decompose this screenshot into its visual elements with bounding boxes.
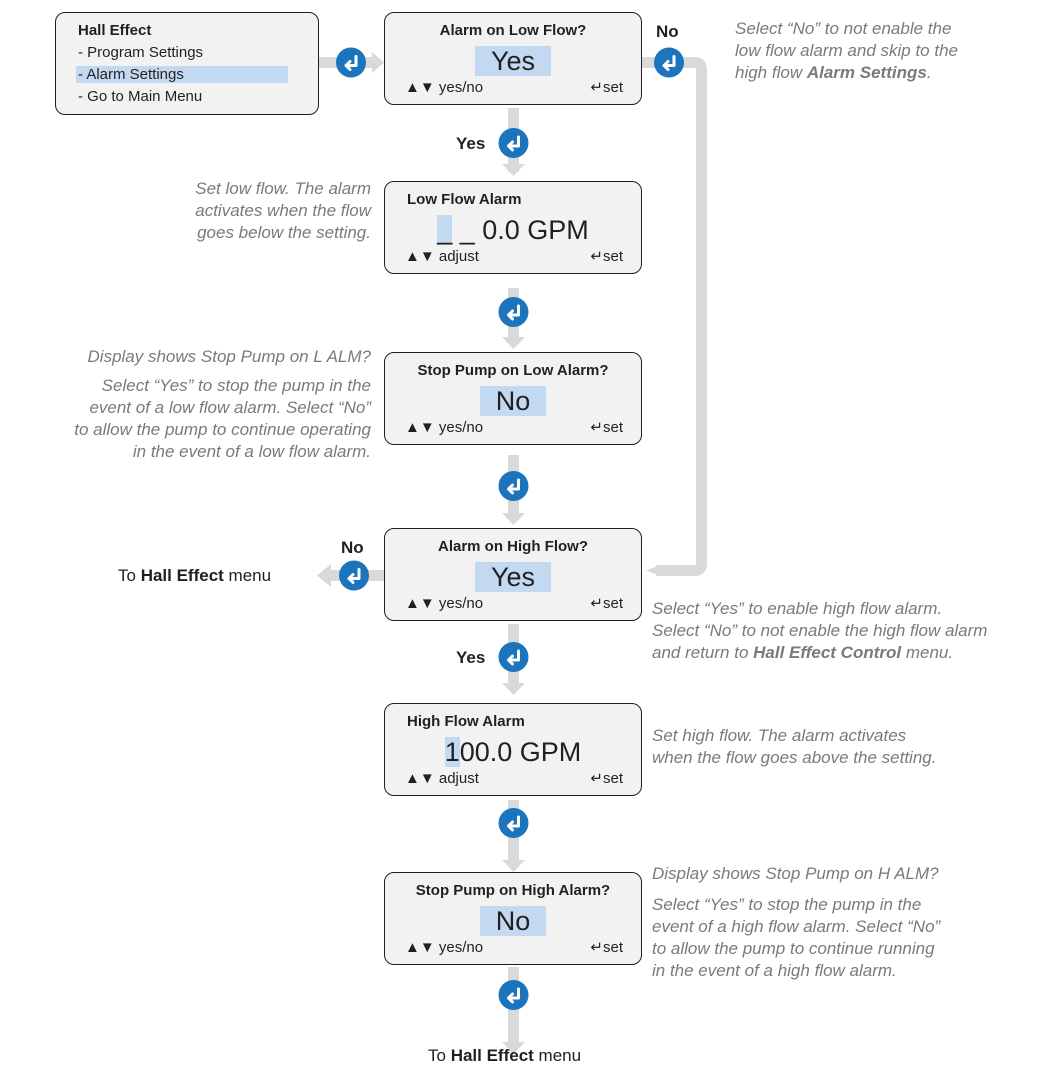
arrowhead-menu-to-alarm-low [372, 52, 384, 73]
screen-value: No [479, 386, 547, 416]
stop-pump-high-alarm-screen: Stop Pump on High Alarm? No ▲▼ yes/no ↵s… [384, 872, 642, 965]
enter-button-7 [498, 642, 529, 672]
right-hint: set [602, 248, 623, 265]
enter-icon: ↵ [590, 939, 603, 956]
screen-title: Low Flow Alarm [407, 191, 522, 208]
enter-icon: ↵ [590, 770, 603, 787]
note-set-high-flow: Set high flow. The alarm activates when … [652, 726, 937, 767]
screen-title: Alarm on Low Flow? [439, 22, 587, 39]
up-down-icon: ▲▼ [405, 248, 435, 265]
menu-item-go-to-main-menu: - Go to Main Menu [78, 88, 203, 105]
stop-pump-low-alarm-screen: Stop Pump on Low Alarm? No ▲▼ yes/no ↵se… [384, 352, 642, 445]
destination-hall-effect-menu-left: To Hall Effect menu [118, 566, 272, 585]
value-cursor: _ [437, 215, 453, 245]
arrowhead-v5 [502, 860, 525, 872]
screen-title: High Flow Alarm [407, 713, 525, 730]
up-down-icon: ▲▼ [405, 419, 435, 436]
left-hint: yes/no [438, 419, 484, 436]
note-stop-low-description: Select “Yes” to stop the pump in the eve… [74, 376, 371, 461]
left-hint: yes/no [438, 939, 484, 956]
screen-title: Stop Pump on Low Alarm? [417, 362, 609, 379]
screen-value: No [479, 906, 547, 936]
enter-button-2 [654, 47, 684, 78]
alarm-on-low-flow-screen: Alarm on Low Flow? Yes ▲▼ yes/no ↵set [384, 12, 642, 105]
note-stop-low-display: Display shows Stop Pump on L ALM? [87, 347, 371, 366]
arrowhead-v6 [502, 1042, 525, 1054]
arrowhead-v4 [502, 683, 525, 695]
enter-button-6 [339, 560, 369, 591]
right-hint: set [602, 770, 623, 787]
up-down-icon: ▲▼ [405, 770, 435, 787]
right-hint: set [602, 595, 623, 612]
branch-label-no: No [341, 538, 364, 557]
enter-icon: ↵ [590, 595, 603, 612]
alarm-on-high-flow-screen: Alarm on High Flow? Yes ▲▼ yes/no ↵set [384, 528, 642, 621]
arrowhead-v1 [502, 164, 525, 176]
branch-label-no: No [656, 22, 679, 41]
enter-button-8 [498, 808, 529, 838]
left-hint: adjust [438, 248, 479, 265]
note-skip-low: Select “No” to not enable the low flow a… [735, 19, 958, 82]
screen-value: _ 0.0 GPM [452, 215, 589, 245]
screen-title: Stop Pump on High Alarm? [415, 882, 611, 899]
note-set-low-flow: Set low flow. The alarm activates when t… [195, 179, 371, 242]
low-flow-alarm-screen: Low Flow Alarm _ _ 0.0 GPM ▲▼ adjust ↵se… [384, 181, 642, 274]
screen-title: Alarm on High Flow? [438, 538, 588, 555]
note-stop-high-display: Display shows Stop Pump on H ALM? [652, 864, 939, 883]
note-high-enable: Select “Yes” to enable high flow alarm. … [652, 599, 988, 662]
left-hint: yes/no [438, 79, 484, 96]
branch-label-yes: Yes [456, 648, 486, 667]
menu-item-alarm-settings: - Alarm Settings [76, 66, 288, 83]
enter-button-3 [498, 128, 529, 158]
left-hint: adjust [438, 770, 479, 787]
high-flow-alarm-screen: High Flow Alarm 100.0 GPM ▲▼ adjust ↵set [384, 703, 642, 796]
up-down-icon: ▲▼ [405, 79, 435, 96]
arrowhead-v2 [502, 337, 525, 349]
enter-icon: ↵ [590, 419, 603, 436]
up-down-icon: ▲▼ [405, 939, 435, 956]
destination-hall-effect-menu-bottom: To Hall Effect menu [428, 1046, 582, 1065]
hall-effect-menu-screen: Hall Effect - Program Settings - Alarm S… [55, 12, 319, 115]
right-hint: set [602, 419, 623, 436]
screen-value: Yes [474, 46, 552, 76]
enter-button-4 [498, 297, 529, 327]
value-cursor: 1 [444, 737, 460, 767]
branch-label-yes: Yes [456, 134, 486, 153]
enter-icon: ↵ [590, 79, 603, 96]
enter-button-1 [336, 47, 366, 78]
up-down-icon: ▲▼ [405, 595, 435, 612]
enter-button-9 [498, 980, 529, 1010]
right-hint: set [602, 939, 623, 956]
arrowhead-no-branch [646, 565, 660, 576]
arrow-no-branch-path [656, 57, 707, 576]
enter-icon: ↵ [590, 248, 603, 265]
note-stop-high-description: Select “Yes” to stop the pump in the eve… [652, 895, 941, 980]
enter-button-5 [498, 471, 529, 501]
arrowhead-v3 [502, 513, 525, 525]
screen-value: Yes [474, 562, 552, 592]
screen-value: 00.0 GPM [459, 737, 582, 767]
enter-buttons [336, 47, 684, 1010]
menu-item-program-settings: - Program Settings [78, 44, 204, 61]
left-hint: yes/no [438, 595, 484, 612]
arrowhead-no-high [317, 564, 331, 587]
right-hint: set [602, 79, 623, 96]
menu-title: Hall Effect [78, 22, 152, 39]
